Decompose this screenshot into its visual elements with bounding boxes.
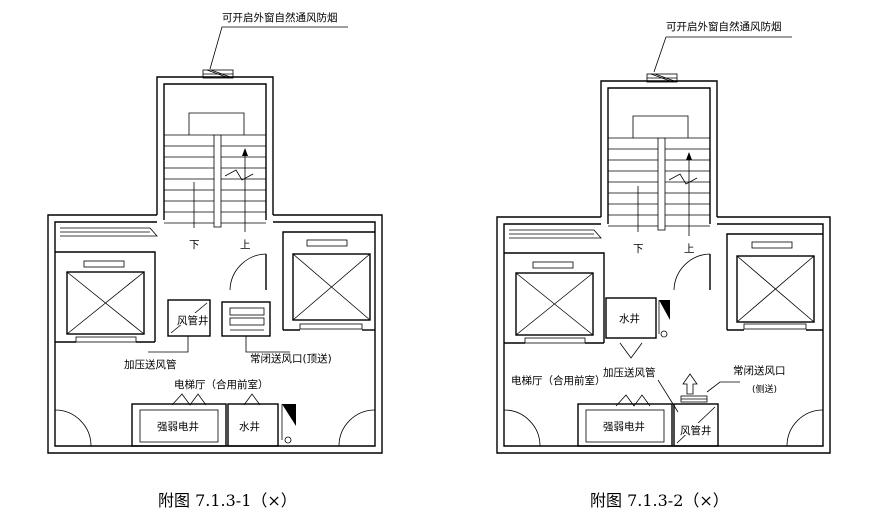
fig2-caption: 附图 7.1.3-2（×） bbox=[590, 491, 729, 510]
fig2-window-leader bbox=[653, 36, 792, 73]
fig1-up-label: 上 bbox=[240, 239, 251, 251]
fig2-left-elevator bbox=[504, 252, 605, 344]
fig2-duct-leader bbox=[657, 379, 679, 413]
fig1-duct-leader bbox=[148, 336, 189, 353]
fig1-lobby-leader bbox=[171, 393, 207, 406]
figure-2: 可开启外窗自然通风防烟 bbox=[496, 20, 831, 510]
fig2-closed-vent-sub: (侧送) bbox=[752, 383, 777, 395]
fig1-side-doors bbox=[54, 409, 376, 447]
fig1-left-elevator bbox=[55, 251, 156, 343]
fig2-closed-vent-label: 常闭送风口 bbox=[733, 364, 786, 377]
fig2-right-elevator bbox=[726, 233, 823, 331]
fig1-lobby-label: 电梯厅（合用前室） bbox=[174, 378, 269, 391]
fig1-closed-vent-label: 常闭送风口(顶送) bbox=[250, 352, 332, 365]
fig1-duct-shaft-label: 风管井 bbox=[177, 314, 209, 327]
fig1-pressurized-duct-label: 加压送风管 bbox=[124, 358, 177, 371]
fig2-water-shaft-label: 水井 bbox=[619, 312, 640, 325]
fig2-bottom-shafts: 强弱电井 风管井 bbox=[577, 403, 719, 447]
fig2-pressurized-duct-label: 加压送风管 bbox=[603, 366, 656, 379]
fig2-stair-tower: 下 上 bbox=[600, 80, 718, 255]
fig1-duct-shaft: 风管井 bbox=[167, 299, 211, 337]
fig2-lobby-leader bbox=[615, 394, 651, 407]
fig1-top-vent-box bbox=[221, 301, 271, 337]
fig2-duct-shaft-label: 风管井 bbox=[680, 424, 712, 437]
fig2-water-shaft: 水井 bbox=[605, 297, 670, 339]
fig2-stair-treads bbox=[608, 137, 710, 227]
fig1-stair-treads bbox=[164, 134, 266, 224]
fig2-side-doors bbox=[503, 409, 824, 447]
fig1-stair-tower: 下 上 bbox=[156, 76, 274, 251]
fig2-down-label: 下 bbox=[633, 243, 644, 255]
fig1-right-elevator bbox=[282, 231, 375, 331]
fig1-window-label: 可开启外窗自然通风防烟 bbox=[222, 11, 338, 24]
fig2-electric-shaft-label: 强弱电井 bbox=[603, 420, 645, 433]
fig1-window-leader bbox=[209, 26, 348, 70]
fig1-stair-door bbox=[229, 253, 267, 291]
fig2-side-vent-arrow-icon bbox=[680, 373, 708, 403]
fig2-vent-leader bbox=[706, 381, 740, 393]
fig1-water-shaft-label: 水井 bbox=[239, 420, 260, 433]
fig1-bottom-shafts: 强弱电井 水井 bbox=[131, 403, 296, 447]
figure-1: 可开启外窗自然通风防烟 bbox=[47, 11, 383, 510]
fig1-vent-leader bbox=[245, 336, 290, 353]
fig2-up-label: 上 bbox=[684, 243, 695, 255]
fig1-up-arrow-icon bbox=[242, 148, 248, 156]
fig2-window-label: 可开启外窗自然通风防烟 bbox=[666, 20, 782, 33]
fig1-caption: 附图 7.1.3-1（×） bbox=[158, 491, 297, 510]
fig1-electric-shaft-label: 强弱电井 bbox=[157, 420, 199, 433]
fig2-stair-door bbox=[673, 253, 711, 291]
fig2-up-arrow-icon bbox=[686, 152, 692, 160]
fig2-lobby-label: 电梯厅（合用前室） bbox=[511, 374, 606, 387]
fig1-down-label: 下 bbox=[189, 239, 200, 251]
